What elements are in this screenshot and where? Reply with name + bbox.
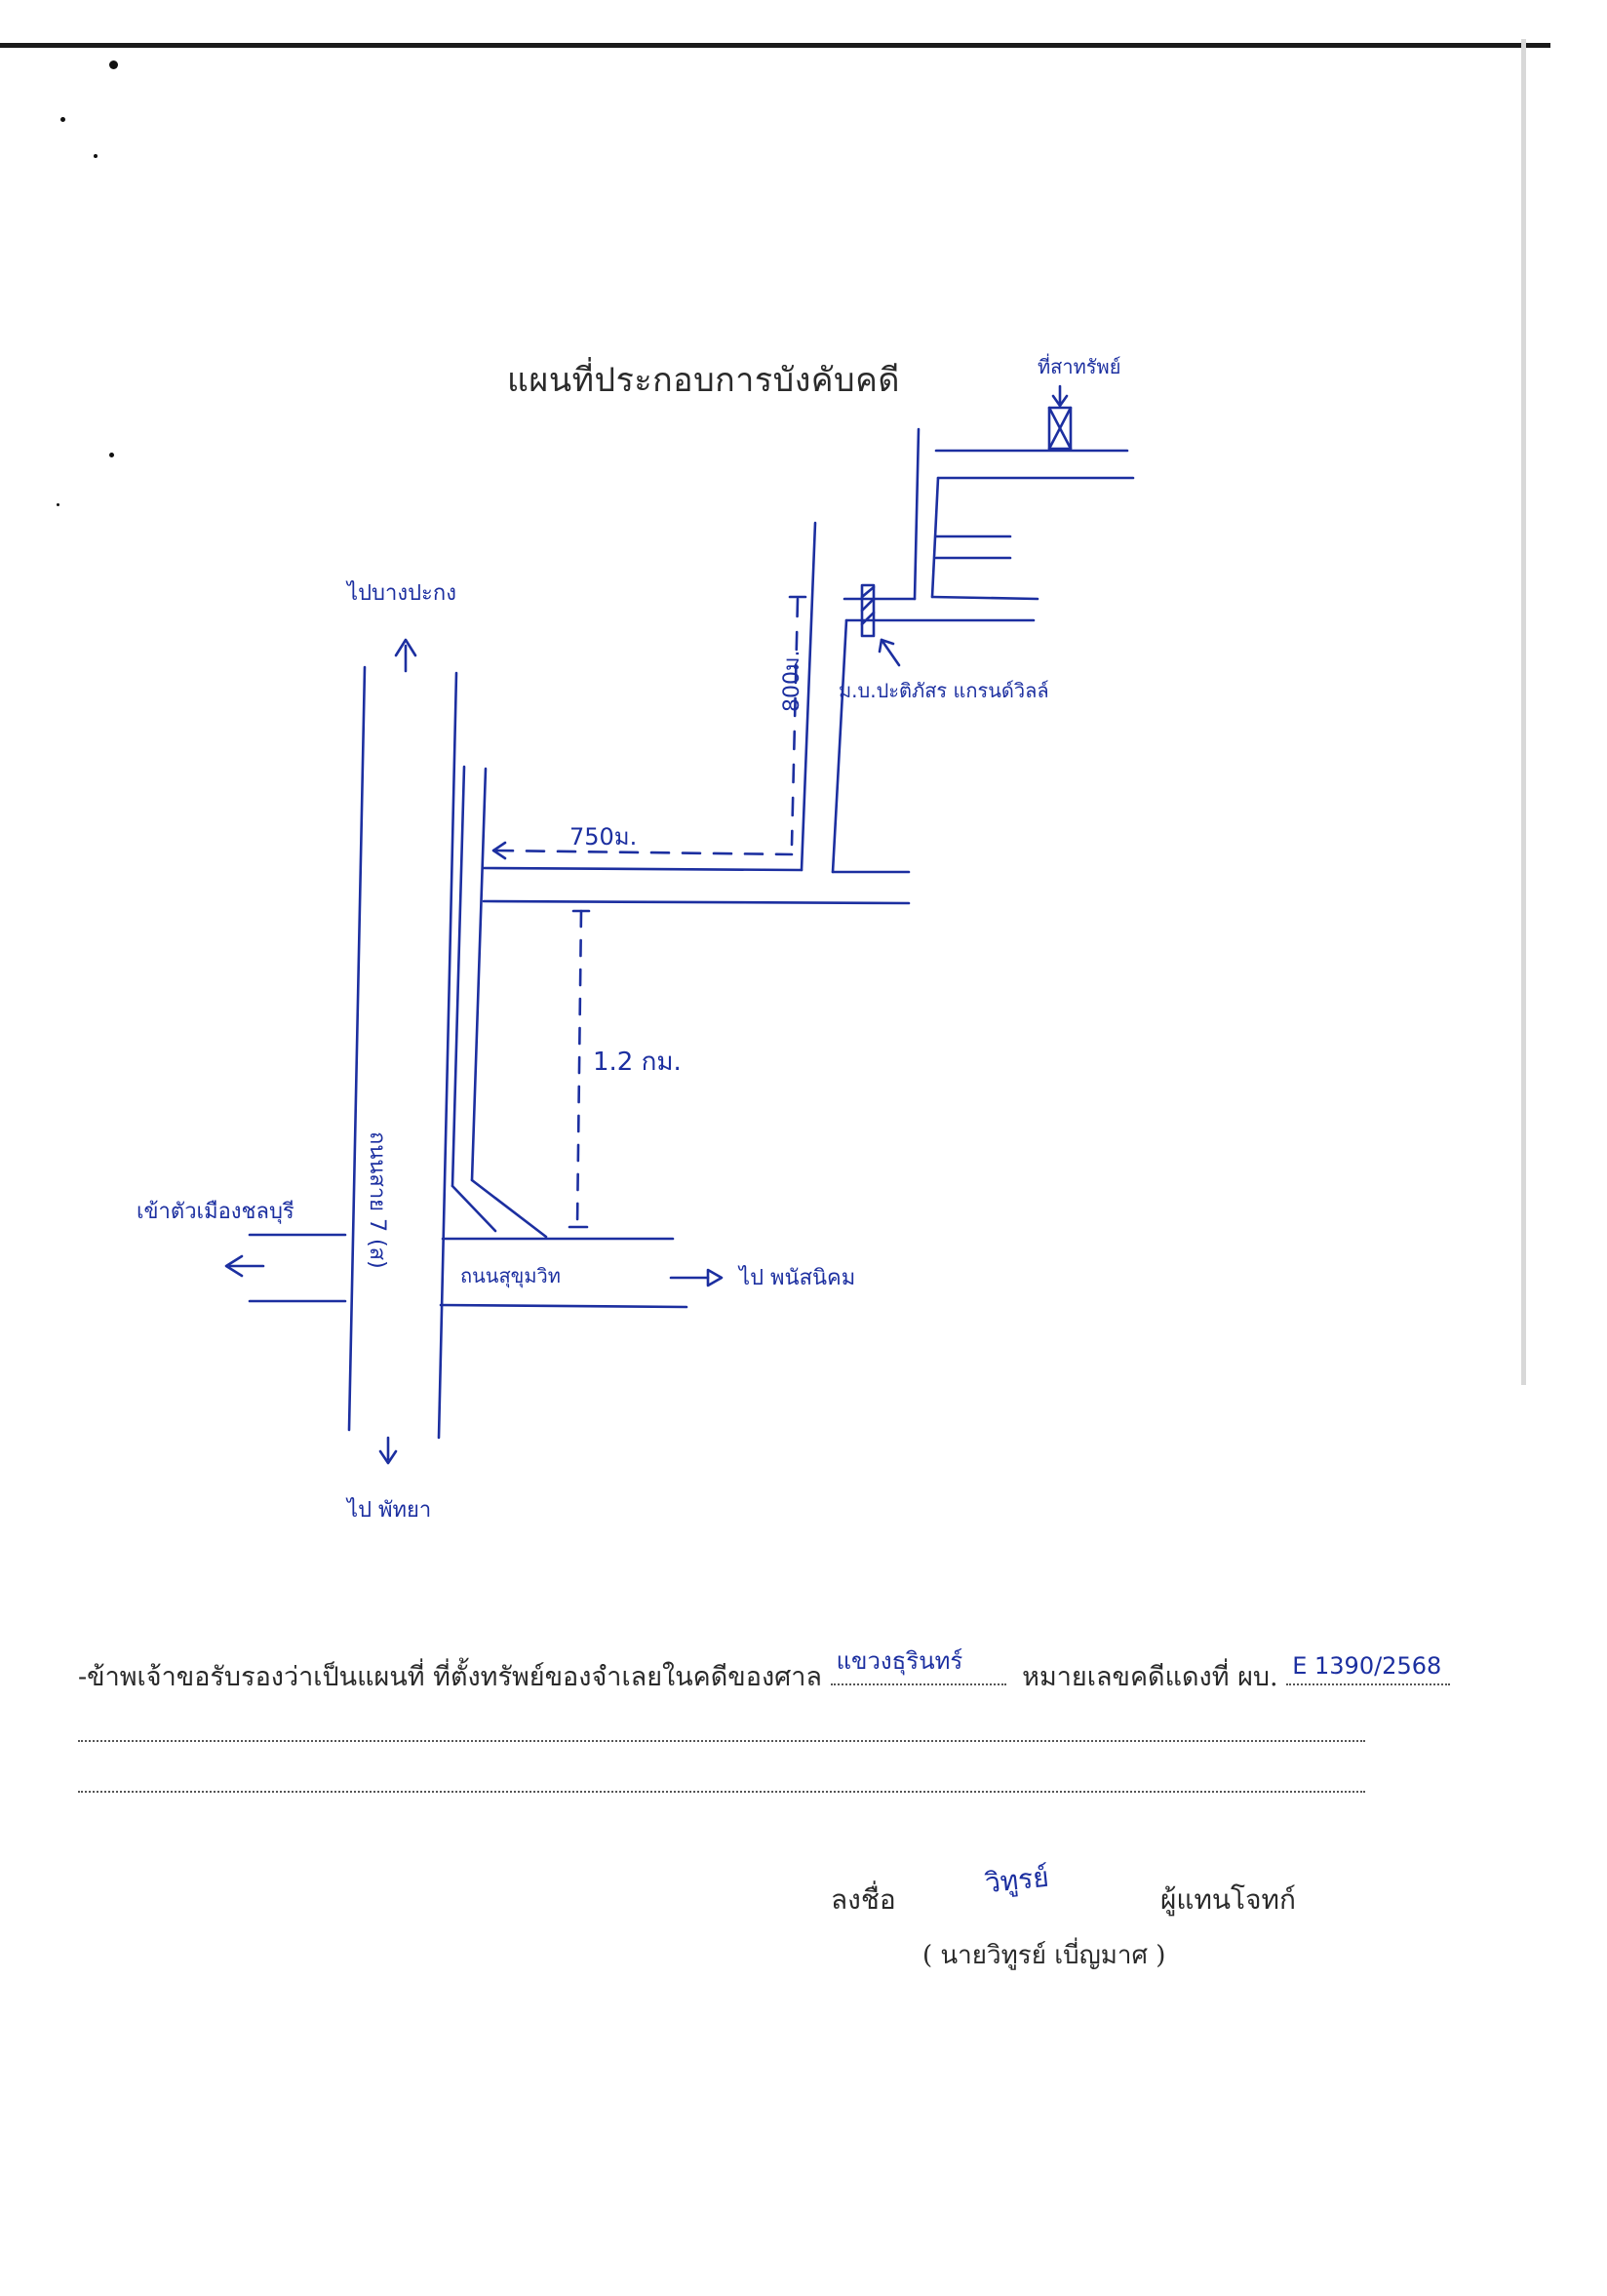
handwritten-signature: วิทูรย์	[983, 1860, 1051, 1900]
village-pointer-shaft	[880, 638, 901, 667]
case-number-value: E 1390/2568	[1292, 1652, 1442, 1680]
side-road-right-edge	[470, 767, 488, 1182]
dim-line-1-2km	[575, 909, 583, 1229]
scan-edge-top	[0, 43, 1550, 48]
scan-speck	[109, 60, 118, 69]
property-marker-cross	[1047, 406, 1073, 451]
label-to-pattaya: ไป พัทยา	[347, 1498, 432, 1523]
label-to-panat: ไป พนัสนิคม	[739, 1266, 856, 1290]
gate-hatch	[860, 611, 876, 626]
cert-prefix: -ข้าพเจ้าขอรับรองว่าเป็นแผนที่ ที่ตั้งทร…	[78, 1662, 822, 1692]
property-pointer-head	[1051, 394, 1069, 408]
label-sukhumvit-road: ถนนสุขุมวิท	[460, 1264, 561, 1287]
arrow-west-head	[224, 1254, 244, 1278]
certification-line: -ข้าพเจ้าขอรับรองว่าเป็นแผนที่ ที่ตั้งทร…	[78, 1647, 1451, 1697]
court-name-value: แขวงธุรินทร์	[836, 1647, 963, 1675]
dim-arrow	[491, 841, 507, 860]
gate-hatch	[860, 585, 876, 599]
blank-dotted-line	[78, 1740, 1365, 1742]
arrow-east-head	[706, 1268, 724, 1287]
gate-hatch	[860, 597, 876, 613]
arrow-south-head	[378, 1449, 398, 1465]
side-road-left-edge	[451, 765, 466, 1188]
side-road-splay-inner	[470, 1178, 548, 1239]
village-pointer-head	[878, 638, 895, 653]
village-inner-right	[930, 476, 940, 599]
court-name-field: แขวงธุรินทร์	[830, 1647, 1006, 1685]
village-lane-3	[930, 595, 1039, 601]
dim-label-800m: 800ม.	[780, 650, 804, 713]
printed-name: ( นายวิทูรย์ เบี่ญมาศ )	[922, 1941, 1166, 1970]
village-road-right-edge	[831, 618, 848, 874]
label-highway: ถนนสาย 7 (ส)	[365, 1131, 389, 1269]
sukhumvit-road-bottom	[439, 1303, 688, 1309]
side-road-splay-outer	[451, 1184, 497, 1233]
dim-line-750m	[493, 849, 794, 856]
village-road-left-edge	[800, 521, 817, 872]
scan-edge-right	[1521, 39, 1526, 1385]
soi-lower-edge	[482, 899, 911, 905]
dim-line-800m	[790, 597, 800, 847]
label-village: ม.บ.ปะติภัสร แกรนด์วิลล์	[839, 679, 1049, 702]
arrow-north-head	[394, 638, 417, 657]
highway-left-edge	[347, 665, 367, 1432]
dim-label-1-2km: 1.2 กม.	[593, 1048, 682, 1077]
scan-speck	[57, 503, 59, 506]
scan-speck	[94, 154, 98, 158]
case-number-field: E 1390/2568	[1286, 1652, 1451, 1685]
label-target-property: ที่สาทรัพย์	[1038, 355, 1121, 378]
case-label: หมายเลขคดีแดงที่ ผบ.	[1022, 1662, 1278, 1692]
document-title: แผนที่ประกอบการบังคับคดี	[507, 361, 900, 400]
label-to-top: ไปบางปะกง	[347, 581, 456, 606]
scan-speck	[60, 117, 65, 122]
dim-label-750m: 750ม.	[569, 823, 638, 851]
village-inner-left	[913, 427, 921, 601]
blank-dotted-line	[78, 1791, 1365, 1793]
soi-upper-edge	[482, 866, 804, 872]
sign-label: ลงชื่อ	[831, 1883, 896, 1916]
label-to-city: เข้าตัวเมืองชลบุรี	[137, 1200, 294, 1224]
signer-role: ผู้แทนโจทก์	[1160, 1883, 1296, 1916]
highway-right-edge	[437, 671, 458, 1440]
property-marker	[1047, 406, 1073, 451]
scan-speck	[109, 453, 114, 457]
